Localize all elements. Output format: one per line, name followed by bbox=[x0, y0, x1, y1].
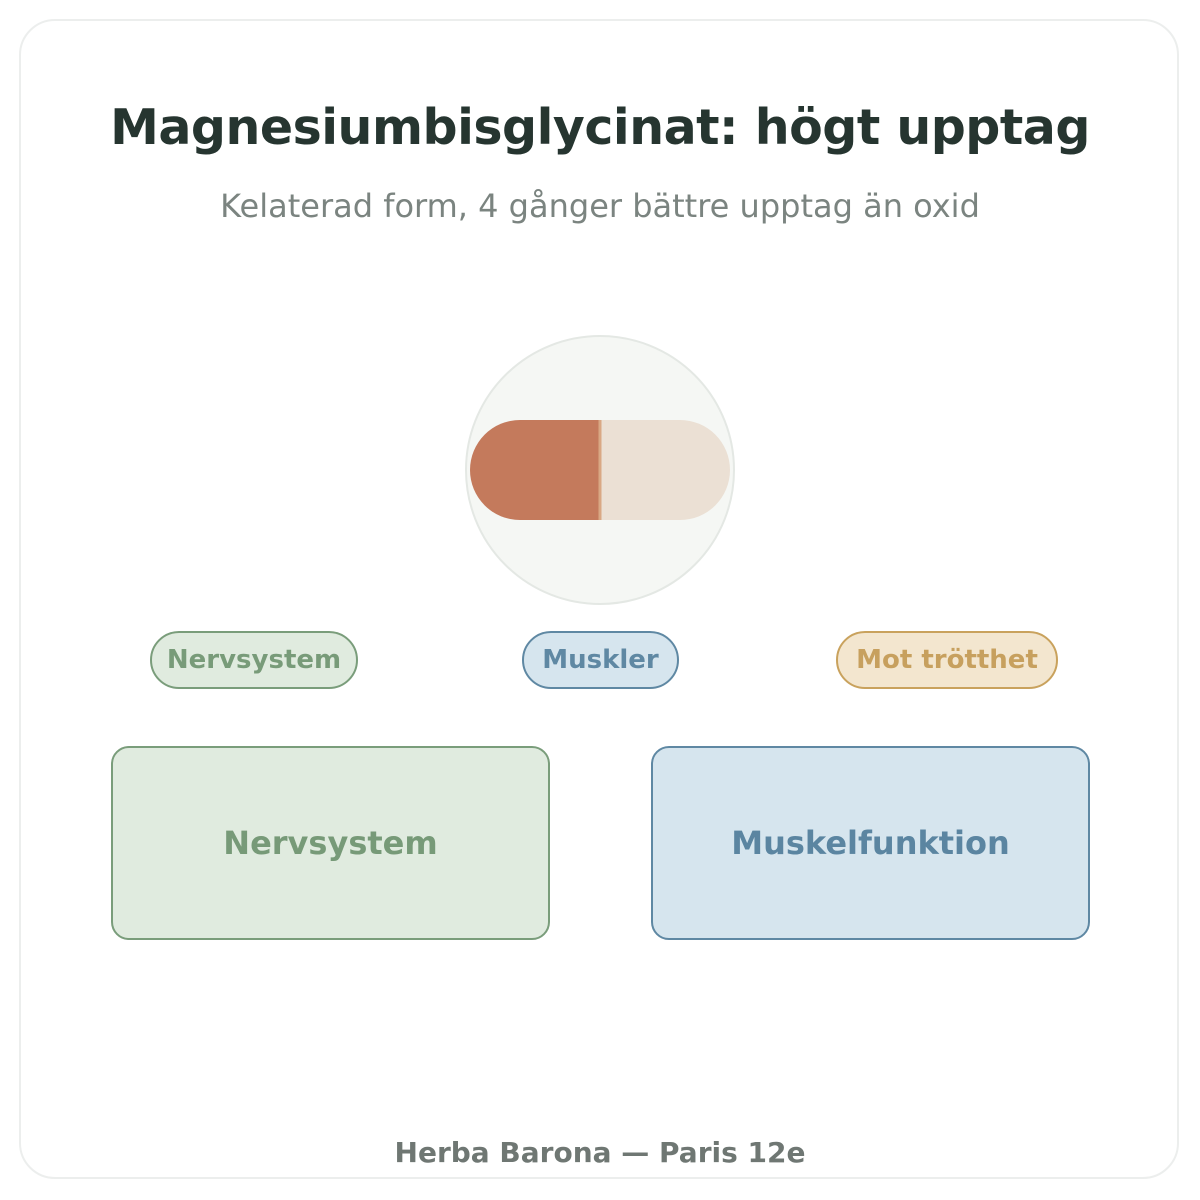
tag-mot-trotthet: Mot trötthet bbox=[836, 631, 1058, 689]
tag-muskler: Muskler bbox=[522, 631, 679, 689]
footer-brand: Herba Barona — Paris 12e bbox=[394, 1136, 806, 1169]
capsule-left-half bbox=[470, 420, 600, 520]
box-muskelfunktion-label: Muskelfunktion bbox=[731, 824, 1010, 862]
capsule-right-half bbox=[600, 420, 730, 520]
page-subtitle: Kelaterad form, 4 gånger bättre upptag ä… bbox=[220, 187, 980, 225]
box-nervsystem: Nervsystem bbox=[111, 746, 550, 940]
box-nervsystem-label: Nervsystem bbox=[223, 824, 438, 862]
box-muskelfunktion: Muskelfunktion bbox=[651, 746, 1090, 940]
tag-nervsystem: Nervsystem bbox=[150, 631, 358, 689]
page-title: Magnesiumbisglycinat: högt upptag bbox=[110, 99, 1090, 156]
